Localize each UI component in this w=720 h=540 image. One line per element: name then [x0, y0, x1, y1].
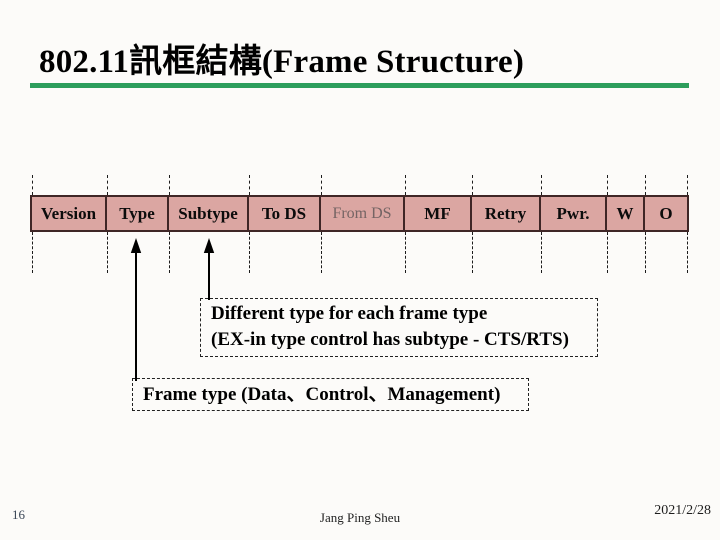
- bit-boundary-guide: [607, 175, 608, 195]
- title-underline: [30, 83, 689, 88]
- subtype-callout-line1: Different type for each frame type: [211, 303, 488, 324]
- bit-boundary-guide: [687, 175, 688, 195]
- bit-boundary-guide: [107, 175, 108, 195]
- bit-boundary-guide: [321, 175, 322, 195]
- bit-boundary-guide: [32, 232, 33, 273]
- field-cell-version: Version: [32, 197, 107, 230]
- type-callout: Frame type (Data、Control、Management): [132, 378, 529, 411]
- field-cell-type: Type: [107, 197, 169, 230]
- bit-boundary-guide: [541, 175, 542, 195]
- field-cell-from-ds: From DS: [321, 197, 405, 230]
- bit-boundary-guide: [472, 175, 473, 195]
- field-cell-w: W: [607, 197, 645, 230]
- bit-boundary-guide: [169, 232, 170, 273]
- page-number: 16: [12, 507, 25, 522]
- bit-boundary-guide: [645, 232, 646, 273]
- bit-boundary-guide: [32, 175, 33, 195]
- field-cell-pwr: Pwr.: [541, 197, 607, 230]
- bit-boundary-guide: [472, 232, 473, 273]
- up-arrow-icon: [130, 238, 142, 381]
- field-cell-subtype: Subtype: [169, 197, 249, 230]
- field-cell-retry: Retry: [472, 197, 541, 230]
- field-cell-o: O: [645, 197, 687, 230]
- bit-boundary-guide: [107, 232, 108, 273]
- bit-boundary-guide: [249, 175, 250, 195]
- bit-boundary-guide: [687, 232, 688, 273]
- bit-boundary-guide: [405, 175, 406, 195]
- subtype-callout: Different type for each frame type (EX-i…: [200, 298, 598, 357]
- page-title: 802.11訊框結構(Frame Structure): [39, 44, 525, 80]
- bit-boundary-guide: [249, 232, 250, 273]
- up-arrow-icon: [203, 238, 215, 300]
- bit-boundary-guide: [321, 232, 322, 273]
- subtype-callout-line2: (EX-in type control has subtype - CTS/RT…: [211, 329, 569, 350]
- bit-boundary-guide: [405, 232, 406, 273]
- bit-boundary-guide: [607, 232, 608, 273]
- footer-date: 2021/2/28: [654, 503, 711, 518]
- bit-boundary-guide: [645, 175, 646, 195]
- bit-boundary-guide: [169, 175, 170, 195]
- bit-boundary-guide: [541, 232, 542, 273]
- field-cell-to-ds: To DS: [249, 197, 321, 230]
- footer-author: Jang Ping Sheu: [319, 510, 401, 525]
- field-cell-mf: MF: [405, 197, 472, 230]
